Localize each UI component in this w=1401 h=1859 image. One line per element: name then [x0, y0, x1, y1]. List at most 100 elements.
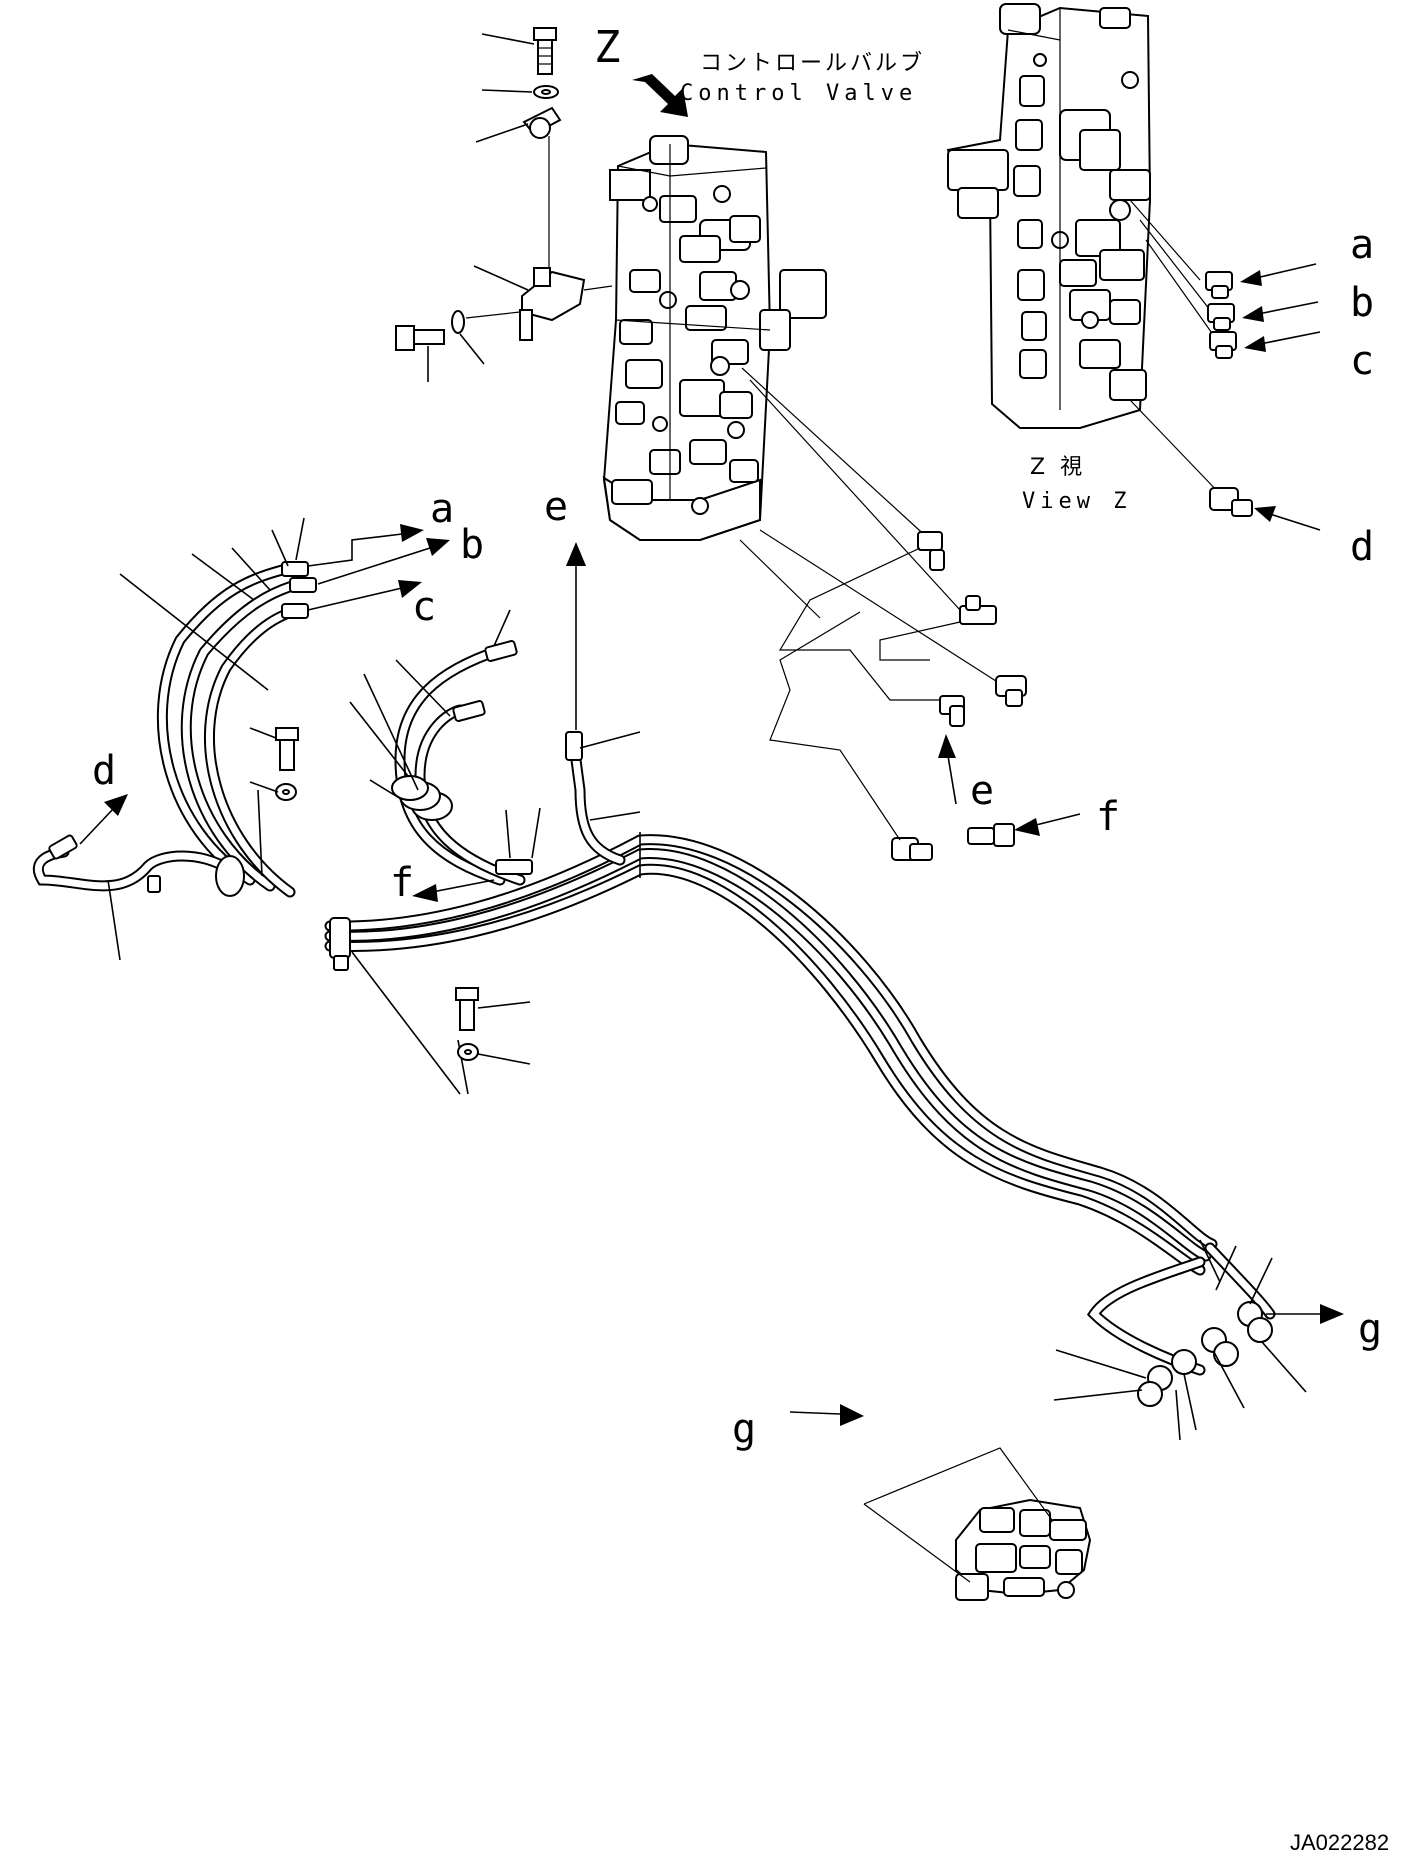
clamp-icon — [522, 106, 562, 139]
leader-line — [1129, 199, 1201, 281]
port-f-arrow-line — [431, 879, 495, 893]
arrow-icon — [840, 1404, 864, 1426]
clamp-icon — [329, 917, 351, 971]
leader-line — [295, 517, 305, 561]
leader-line — [249, 781, 279, 793]
leader-line — [475, 123, 529, 143]
leader-line — [481, 89, 533, 93]
tee-fitting-icon — [959, 595, 997, 625]
pilot-valve-assembly — [955, 1498, 1092, 1601]
arrow-icon — [1240, 270, 1262, 286]
bolt-icon — [455, 987, 479, 1031]
leader-line — [1175, 1389, 1181, 1441]
leader-line — [749, 379, 961, 611]
arrow-icon — [1014, 818, 1040, 836]
hose-fitting-icon — [565, 731, 583, 761]
leader-line — [395, 659, 451, 717]
assembly-line — [465, 311, 521, 319]
arrow-icon — [938, 734, 956, 758]
leader-line — [477, 1001, 531, 1009]
leader-line — [1129, 399, 1223, 497]
leader-line — [119, 573, 269, 691]
hose-fitting-icon — [1137, 1301, 1273, 1407]
bolt-icon — [275, 727, 299, 771]
leader-line — [257, 789, 263, 877]
elbow-fitting-icon — [891, 837, 933, 861]
washer-icon — [451, 310, 465, 334]
bolt-icon — [395, 325, 445, 351]
arrow-icon — [400, 524, 424, 542]
grommet-icon — [391, 775, 453, 821]
bracket-icon — [519, 267, 586, 341]
leader-line — [579, 731, 641, 749]
washer-icon — [275, 783, 297, 801]
leader-line — [1261, 1341, 1307, 1393]
arrow-icon — [566, 542, 586, 566]
arrow-icon — [398, 580, 422, 598]
leader-line — [363, 673, 419, 791]
washer-icon — [533, 85, 559, 99]
port-label-a: a — [430, 486, 454, 532]
arrow-icon — [104, 794, 128, 816]
leader-line — [481, 33, 535, 45]
control-valve-label-jp: コントロールバルブ — [700, 51, 925, 76]
leader-line — [107, 879, 121, 961]
view-z-label-jp: Z 視 — [1030, 455, 1086, 480]
leader-line — [1249, 1257, 1273, 1305]
port-label-d: d — [92, 748, 116, 794]
leader-line — [741, 367, 931, 541]
elbow-fitting-icon — [995, 675, 1027, 707]
port-label-b: b — [1350, 280, 1374, 326]
hose-bundle — [32, 562, 1276, 1376]
view-direction-arrow — [632, 74, 688, 117]
elbow-fitting-icon — [1209, 487, 1253, 517]
hose-fitting-icon — [452, 700, 486, 722]
port-d-arrow-line — [1269, 513, 1321, 531]
leader-line — [769, 611, 901, 841]
leader-line — [1183, 1373, 1197, 1431]
sensor-fitting-icon — [967, 823, 1015, 847]
elbow-fitting-icon — [939, 695, 965, 727]
port-label-f: f — [390, 860, 414, 906]
elbow-fitting-icon — [1205, 271, 1233, 299]
leader-line — [863, 1447, 1053, 1521]
leader-line — [1213, 1351, 1245, 1409]
port-c-arrow-line — [307, 587, 403, 611]
washer-icon — [457, 1043, 479, 1061]
leader-line — [477, 1053, 531, 1065]
port-label-c: c — [412, 584, 436, 630]
leader-line — [863, 1503, 971, 1583]
port-c-arrow-line — [1259, 331, 1321, 345]
elbow-fitting-icon — [1207, 303, 1235, 331]
arrow-icon — [412, 884, 438, 902]
leader-line — [369, 779, 397, 797]
leader-line — [493, 609, 511, 647]
bolt-icon — [533, 27, 557, 75]
drawing-code: JA022282 — [1290, 1830, 1389, 1855]
leader-line — [505, 809, 511, 859]
clamp-icon — [215, 855, 245, 897]
assembly-line — [583, 285, 613, 291]
port-e-arrow-line — [947, 755, 957, 805]
port-b-arrow-line — [1257, 301, 1319, 315]
port-b-arrow-line — [317, 547, 431, 585]
leader-line — [351, 951, 461, 1095]
leader-line — [349, 701, 409, 777]
arrow-icon — [1242, 306, 1264, 322]
leader-line — [1055, 1349, 1147, 1379]
control-valve-label-en: Control Valve — [680, 81, 917, 106]
arrow-icon — [426, 538, 450, 556]
port-label-e: e — [544, 484, 568, 530]
leader-line — [879, 621, 961, 661]
hose-fitting-icon — [48, 834, 78, 860]
leader-line — [231, 547, 271, 591]
port-label-d: d — [1350, 524, 1374, 570]
leader-line — [759, 529, 1011, 691]
port-g-arrow-line — [789, 1411, 841, 1415]
port-label-g: g — [1358, 1306, 1382, 1352]
clamp-icon — [147, 875, 161, 893]
hose-fitting-icon — [484, 640, 518, 662]
leader-line — [589, 811, 641, 821]
port-a-arrow-line — [1255, 263, 1317, 279]
leader-line — [778, 547, 940, 701]
